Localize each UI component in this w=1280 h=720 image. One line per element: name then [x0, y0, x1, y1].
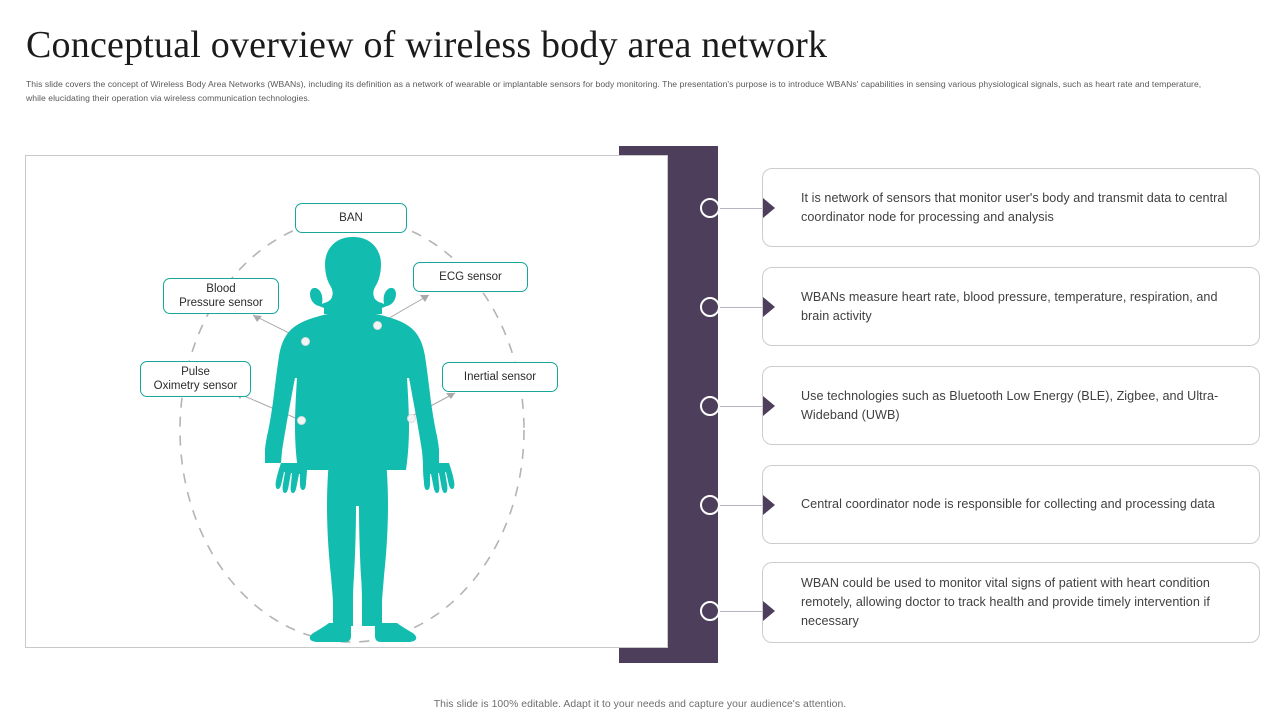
node-label-ecg[interactable]: ECG sensor — [413, 262, 528, 292]
diagram-svg — [179, 217, 525, 643]
node-label-bp-line1: Blood — [206, 282, 236, 295]
connector-line-5 — [720, 611, 765, 612]
content-text-5: WBAN could be used to monitor vital sign… — [801, 576, 1210, 628]
connector-line-3 — [720, 406, 765, 407]
node-label-pulse-line2: Oximetry sensor — [153, 380, 238, 392]
footer-note: This slide is 100% editable. Adapt it to… — [433, 699, 847, 710]
node-label-inertial[interactable]: Inertial sensor — [442, 362, 558, 392]
node-label-pulse-oximetry-text: Pulse Oximetry sensor — [154, 365, 238, 394]
connector-line-1 — [720, 208, 765, 209]
page-title: Conceptual overview of wireless body are… — [26, 24, 828, 66]
diagram-stage: BAN Blood Pressure sensor ECG sensor Pul… — [25, 155, 668, 648]
sensor-dot-inertial — [407, 414, 416, 423]
arrow-icon-2 — [763, 297, 775, 317]
node-label-pulse-oximetry[interactable]: Pulse Oximetry sensor — [140, 361, 251, 397]
node-label-ban-text: BAN — [339, 211, 363, 224]
node-label-inertial-text: Inertial sensor — [463, 370, 537, 383]
node-label-pulse-line1: Pulse — [181, 365, 210, 378]
content-text-2: WBANs measure heart rate, blood pressure… — [801, 289, 1218, 323]
node-label-ecg-text: ECG sensor — [439, 270, 502, 283]
bullet-circle-1[interactable] — [700, 198, 720, 218]
connector-line-2 — [720, 307, 765, 308]
page-subtitle: This slide covers the concept of Wireles… — [26, 79, 1202, 103]
arrow-icon-4 — [763, 495, 775, 515]
arrow-icon-5 — [763, 601, 775, 621]
content-box-3[interactable]: Use technologies such as Bluetooth Low E… — [762, 366, 1260, 445]
content-box-1[interactable]: It is network of sensors that monitor us… — [762, 168, 1260, 247]
sensor-dot-pulse-oximetry — [297, 416, 306, 425]
human-silhouette-figure — [265, 237, 455, 642]
content-box-2[interactable]: WBANs measure heart rate, blood pressure… — [762, 267, 1260, 346]
node-label-ban[interactable]: BAN — [295, 203, 407, 233]
node-label-blood-pressure-text: Blood Pressure sensor — [179, 282, 263, 311]
content-box-5[interactable]: WBAN could be used to monitor vital sign… — [762, 562, 1260, 643]
arrow-icon-3 — [763, 396, 775, 416]
arrow-icon-1 — [763, 198, 775, 218]
bullet-circle-4[interactable] — [700, 495, 720, 515]
bullet-circle-5[interactable] — [700, 601, 720, 621]
content-text-1: It is network of sensors that monitor us… — [801, 190, 1228, 224]
node-label-blood-pressure[interactable]: Blood Pressure sensor — [163, 278, 279, 314]
content-box-4[interactable]: Central coordinator node is responsible … — [762, 465, 1260, 544]
content-text-3: Use technologies such as Bluetooth Low E… — [801, 388, 1219, 422]
sensor-dot-ecg — [373, 321, 382, 330]
dashed-ellipse-boundary — [179, 217, 525, 643]
node-label-bp-line2: Pressure sensor — [179, 297, 263, 309]
content-text-4: Central coordinator node is responsible … — [801, 497, 1215, 511]
bullet-circle-2[interactable] — [700, 297, 720, 317]
connector-line-4 — [720, 505, 765, 506]
bullet-circle-3[interactable] — [700, 396, 720, 416]
sensor-dot-blood-pressure — [301, 337, 310, 346]
